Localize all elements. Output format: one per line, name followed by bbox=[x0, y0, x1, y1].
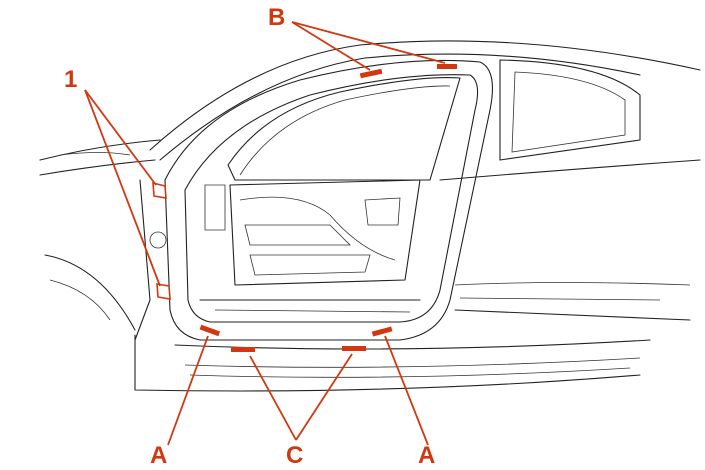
label-c: C bbox=[286, 442, 304, 469]
marker-c-right bbox=[342, 346, 366, 351]
clip-markers bbox=[152, 181, 171, 300]
marker-b-right bbox=[437, 64, 457, 69]
leader-lines bbox=[84, 21, 446, 446]
marker-c-left bbox=[231, 347, 255, 352]
label-b: B bbox=[268, 4, 286, 31]
clip-upper bbox=[152, 181, 167, 199]
seal-markers bbox=[199, 64, 457, 352]
clip-lower bbox=[156, 283, 171, 300]
car-outline bbox=[39, 40, 701, 392]
marker-a-right bbox=[371, 326, 393, 337]
label-1: 1 bbox=[64, 66, 78, 93]
marker-b-left bbox=[359, 68, 383, 79]
label-a-left: A bbox=[150, 442, 168, 469]
label-a-right: A bbox=[418, 442, 436, 469]
marker-a-left bbox=[199, 324, 221, 337]
